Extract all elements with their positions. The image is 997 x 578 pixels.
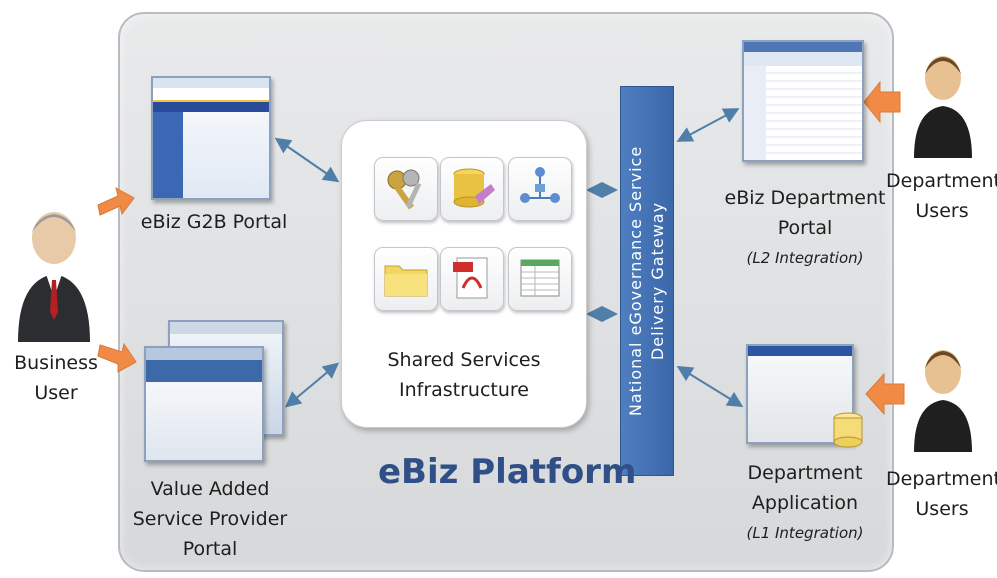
connector-gateway-deptportal	[676, 108, 740, 142]
connector-vas-ssi	[284, 362, 340, 408]
platform-title: eBiz Platform	[378, 452, 637, 492]
national-egovernance-gateway: National eGovernance Service Delivery Ga…	[620, 86, 674, 476]
connector-g2b-ssi	[274, 137, 340, 183]
department-users-top-label: Department Users	[886, 170, 997, 222]
dept-portal-label: eBiz Department Portal (L2 Integration)	[724, 187, 886, 267]
vas-portal-label: Value Added Service Provider Portal	[132, 478, 288, 560]
keys-icon	[374, 157, 438, 221]
department-user-icon-bottom	[914, 350, 972, 452]
shared-services-label: Shared Services Infrastructure	[387, 349, 541, 401]
g2b-portal-label: eBiz G2B Portal	[140, 211, 288, 233]
orange-arrow-user-to-g2b	[97, 187, 135, 216]
department-users-bottom-label: Department Users	[886, 468, 997, 520]
vas-portal-screenshot-front	[144, 346, 264, 462]
department-user-icon-top	[914, 56, 972, 158]
business-user-icon	[18, 212, 90, 342]
dept-portal-screenshot	[742, 40, 864, 162]
orange-arrow-users-to-deptportal	[863, 80, 901, 124]
spreadsheet-icon	[508, 247, 572, 311]
dept-app-database-icon	[833, 412, 863, 448]
network-icon	[508, 157, 572, 221]
folder-icon	[374, 247, 438, 311]
g2b-portal-screenshot	[151, 76, 271, 200]
database-icon	[440, 157, 504, 221]
business-user-label: Business User	[14, 352, 98, 404]
gateway-label: National eGovernance Service Delivery Ga…	[626, 145, 667, 417]
pdf-icon	[440, 247, 504, 311]
dept-app-label: Department Application (L1 Integration)	[746, 462, 864, 542]
connector-gateway-deptapp	[676, 365, 744, 408]
orange-arrow-user-to-vas	[97, 342, 137, 373]
orange-arrow-users-to-deptapp	[865, 372, 905, 416]
shared-services-box: Shared Services Infrastructure	[341, 120, 587, 428]
